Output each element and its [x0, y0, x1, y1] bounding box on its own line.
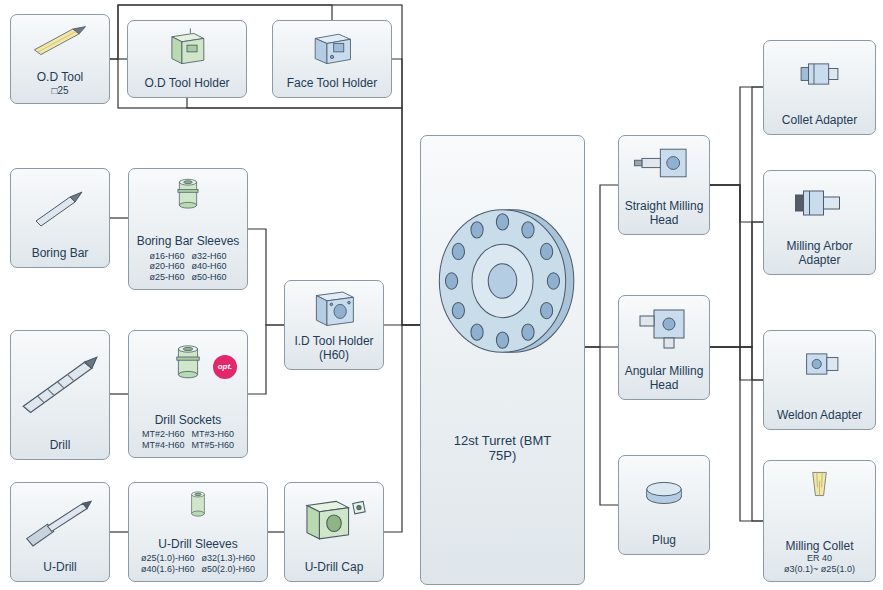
- part-icon: [285, 491, 383, 543]
- node-title: Boring Bar: [32, 247, 89, 261]
- node-title: I.D Tool Holder (H60): [289, 335, 379, 363]
- tool-box: O.D Tool□25: [10, 14, 110, 104]
- connector-line: [248, 229, 284, 325]
- connector-line: [710, 347, 763, 380]
- spec-grid: ø16-H60 ø32-H60 ø20-H60 ø40-H60 ø25-H60 ø50-H…: [149, 251, 226, 283]
- part-icon: [421, 196, 584, 366]
- connector-line: [392, 59, 420, 325]
- spec-text: ø3(0.1)~ ø25(1.0): [784, 564, 855, 575]
- part-icon: [11, 21, 109, 61]
- tool-box: Drill: [10, 330, 110, 460]
- connector-line: [710, 185, 763, 222]
- node-title: 12st Turret (BMT 75P): [448, 434, 558, 464]
- tool-box: Face Tool Holder: [272, 20, 392, 98]
- part-icon: [619, 468, 709, 516]
- connector-line: [585, 347, 618, 505]
- part-icon: [619, 302, 709, 352]
- tool-box: I.D Tool Holder (H60): [284, 280, 384, 370]
- spec-text: ø50-H60: [192, 272, 227, 283]
- connector-line: [110, 531, 128, 532]
- tool-box: Straight Milling Head: [618, 135, 710, 235]
- tool-box: Drill SocketsMT#2-H60MT#3-H60MT#4-H60MT#…: [128, 330, 248, 458]
- connector-line: [710, 87, 763, 347]
- spec-text: ø25-H60: [149, 272, 184, 283]
- connector-line: [710, 185, 763, 380]
- spec-text: MT#4-H60: [142, 440, 185, 451]
- tool-box: Weldon Adapter: [763, 330, 876, 430]
- part-icon: [764, 179, 875, 229]
- connector-line: [585, 185, 618, 347]
- part-icon: [11, 495, 109, 547]
- node-title: opt.: [218, 362, 233, 371]
- node-title: Boring Bar Sleeves: [137, 235, 240, 249]
- node-title: Plug: [652, 534, 676, 548]
- node-title: Drill: [50, 439, 71, 453]
- spec-text: ø40(1.6)-H60: [141, 564, 195, 575]
- node-title: U-Drill Sleeves: [158, 538, 237, 552]
- part-icon: [129, 488, 267, 520]
- node-title: Milling Arbor Adapter: [768, 240, 871, 268]
- part-icon: [128, 25, 246, 67]
- connector-line: [710, 185, 763, 521]
- part-icon: [764, 341, 875, 387]
- part-icon: [764, 467, 875, 501]
- spec-text: MT#2-H60: [142, 429, 185, 440]
- part-icon: [11, 183, 109, 233]
- node-title: Face Tool Holder: [287, 77, 378, 91]
- node-title: U-Drill Cap: [305, 561, 364, 575]
- part-icon: [273, 25, 391, 67]
- node-title: Straight Milling Head: [623, 200, 705, 228]
- part-icon: [619, 140, 709, 186]
- holder-bracket: [118, 5, 402, 108]
- connector-line: [110, 217, 128, 218]
- part-icon: [285, 285, 383, 329]
- node-title: Milling Collet: [785, 540, 853, 554]
- turret-box: 12st Turret (BMT 75P): [420, 135, 585, 585]
- part-icon: [11, 351, 109, 415]
- node-title: O.D Tool: [37, 71, 83, 85]
- spec-text: ø25(1.0)-H60: [141, 553, 195, 564]
- tool-box: Collet Adapter: [763, 40, 876, 135]
- connector-line: [710, 222, 763, 347]
- spec-text: ø20-H60: [149, 261, 184, 272]
- spec-text: MT#3-H60: [192, 429, 235, 440]
- tool-box: Plug: [618, 455, 710, 555]
- spec-grid: ø25(1.0)-H60 ø32(1.3)-H60 ø40(1.6)-H60 ø50(…: [141, 553, 255, 575]
- connector-line: [248, 325, 284, 394]
- connector-line: [384, 325, 420, 532]
- node-title: Angular Milling Head: [623, 365, 705, 393]
- tool-box: U-Drill Sleevesø25(1.0)-H60ø32(1.3)-H60ø…: [128, 482, 268, 582]
- tool-box: Milling Arbor Adapter: [763, 170, 876, 275]
- spec-text: MT#5-H60: [192, 440, 235, 451]
- part-icon: [764, 51, 875, 97]
- connector-line: [110, 393, 128, 394]
- tool-box: O.D Tool Holder: [127, 20, 247, 98]
- tool-box: U-Drill: [10, 482, 110, 582]
- node-title: O.D Tool Holder: [144, 77, 229, 91]
- spec-grid: MT#2-H60 MT#3-H60MT#4-H60 MT#5-H60: [142, 429, 234, 451]
- spec-text: ø32-H60: [192, 251, 227, 262]
- node-title: U-Drill: [43, 561, 76, 575]
- node-title: Weldon Adapter: [777, 409, 862, 423]
- spec-text: ø16-H60: [149, 251, 184, 262]
- spec-text: ø40-H60: [192, 261, 227, 272]
- spec-text: ø50(2.0)-H60: [202, 564, 256, 575]
- tool-box: Milling ColletER 40ø3(0.1)~ ø25(1.0): [763, 460, 876, 582]
- option-badge: opt.: [213, 355, 237, 379]
- node-title: Collet Adapter: [782, 114, 857, 128]
- tool-box: U-Drill Cap: [284, 482, 384, 582]
- tool-box: Angular Milling Head: [618, 295, 710, 400]
- tool-box: Boring Bar Sleevesø16-H60ø32-H60ø20-H60ø…: [128, 168, 248, 290]
- spec-text: ø32(1.3)-H60: [202, 553, 256, 564]
- spec-text: □25: [51, 85, 68, 97]
- part-icon: [129, 175, 247, 211]
- node-title: Drill Sockets: [155, 414, 222, 428]
- tool-box: Boring Bar: [10, 168, 110, 268]
- connector-line: [710, 87, 763, 185]
- connector-line: [268, 531, 284, 532]
- connector-line: [710, 347, 763, 521]
- spec-text: ER 40: [807, 553, 832, 564]
